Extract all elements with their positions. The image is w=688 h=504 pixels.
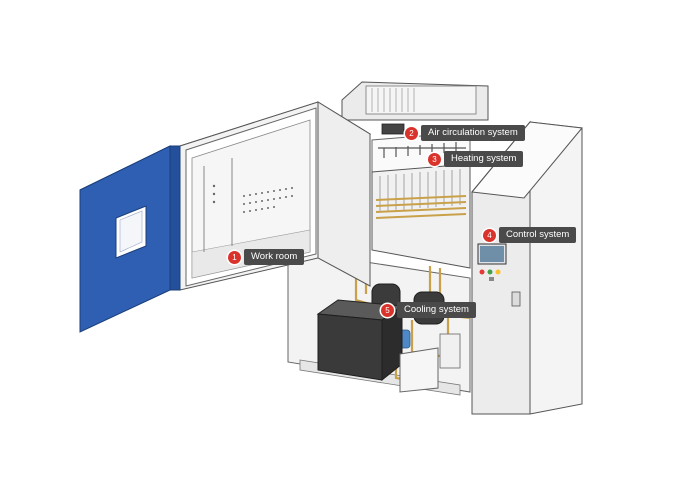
chamber-door <box>79 145 181 333</box>
cabinet-handle <box>511 291 521 307</box>
shelf-rails <box>203 158 233 252</box>
callout-control: 4 Control system <box>483 226 577 244</box>
heating-pipes <box>375 195 467 219</box>
callout-air-circulation: 2 Air circulation system <box>405 124 525 142</box>
water-tank <box>399 347 439 393</box>
callout-label: Control system <box>499 227 577 243</box>
callout-work-room: 1 Work room <box>228 248 305 266</box>
vent-holes <box>212 184 293 213</box>
callout-label: Heating system <box>444 151 524 167</box>
number-badge-icon: 1 <box>228 250 241 264</box>
indicator-green <box>487 269 493 275</box>
callout-cooling: 5 Cooling system <box>381 301 476 319</box>
number-badge-icon: 2 <box>405 126 418 140</box>
control-cabinet <box>471 120 583 415</box>
callout-label: Air circulation system <box>421 125 525 141</box>
number-badge-icon: 4 <box>483 228 496 242</box>
callout-heating: 3 Heating system <box>428 150 524 168</box>
number-badge-icon: 5 <box>381 303 394 317</box>
indicator-red <box>479 269 485 275</box>
air-circulation-housing <box>341 81 489 135</box>
inner-chamber <box>371 163 471 269</box>
callout-label: Work room <box>244 249 305 265</box>
number-badge-icon: 3 <box>428 152 441 166</box>
condenser-unit <box>316 299 404 382</box>
indicator-yellow <box>495 269 501 275</box>
fan-motor <box>381 123 405 135</box>
callout-label: Cooling system <box>397 302 476 318</box>
work-box <box>178 101 372 291</box>
